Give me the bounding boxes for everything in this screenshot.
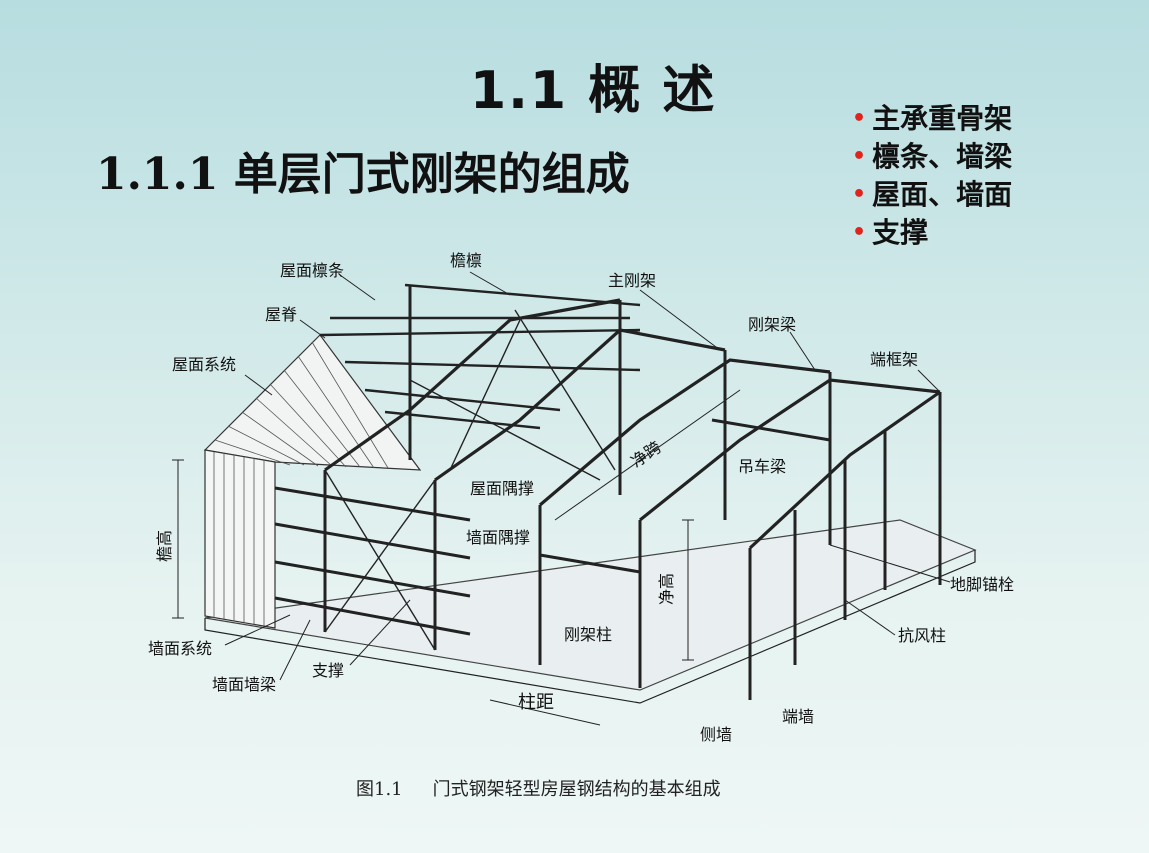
label-column-spacing: 柱距 (518, 692, 554, 713)
dimension-lines (172, 389, 741, 726)
side-columns (323, 470, 642, 688)
wall-sheeting (204, 449, 276, 629)
label-net-height: 净高 (657, 573, 676, 605)
label-crane-beam: 吊车梁 (738, 457, 786, 476)
label-wall-bracing: 墙面隅撑 (466, 528, 530, 547)
label-clear-span: 净跨 (627, 437, 664, 471)
section-subtitle: 1.1.1 单层门式刚架的组成 (96, 149, 630, 200)
ground-slab-edge (204, 550, 976, 704)
bullet-item: •檩条、墙梁 (852, 140, 1013, 173)
roof-sheeting (203, 334, 422, 471)
crane-beam (539, 418, 831, 574)
caption-text: 门式钢架轻型房屋钢结构的基本组成 (432, 779, 721, 800)
bullet-dot-icon: • (852, 220, 867, 245)
label-end-frame: 端框架 (870, 350, 918, 369)
label-frame-column: 刚架柱 (564, 625, 612, 644)
label-eave-purlin: 檐檩 (450, 251, 482, 270)
roof-purlins (319, 283, 641, 430)
page-title: 1.1 概 述 (470, 61, 717, 121)
roof-sheeting-ribs (214, 341, 389, 469)
label-roof-purlin: 屋面檩条 (280, 261, 344, 280)
label-wall-girt: 墙面墙梁 (212, 675, 276, 694)
label-ridge: 屋脊 (265, 305, 297, 324)
label-wall-system: 墙面系统 (148, 639, 212, 658)
bullet-item: •主承重骨架 (852, 102, 1013, 135)
bullet-dot-icon: • (852, 144, 867, 169)
bullet-item: •屋面、墙面 (852, 178, 1013, 211)
label-main-frame: 主刚架 (608, 271, 656, 290)
label-support: 支撑 (312, 661, 344, 680)
label-side-wall: 侧墙 (700, 725, 732, 744)
label-end-wall: 端墙 (782, 707, 814, 726)
bullet-item: •支撑 (852, 216, 929, 249)
wall-sheeting-ribs (213, 452, 265, 626)
label-frame-beam: 刚架梁 (748, 315, 796, 334)
label-roof-bracing: 屋面隅撑 (470, 479, 534, 498)
bullet-dot-icon: • (852, 106, 867, 131)
label-wind-column: 抗风柱 (898, 626, 946, 645)
wall-girts (274, 486, 471, 636)
wind-columns (748, 430, 887, 700)
figure-caption: 图1.1 门式钢架轻型房屋钢结构的基本组成 (356, 775, 721, 801)
bullet-list: •主承重骨架 •檩条、墙梁 •屋面、墙面 •支撑 (852, 100, 1012, 252)
wall-cross-bracing (324, 469, 436, 651)
label-eave-height: 檐高 (155, 530, 174, 562)
label-roof-system: 屋面系统 (172, 355, 236, 374)
bullet-dot-icon: • (852, 182, 867, 207)
back-columns (408, 285, 942, 585)
structure-drawing (172, 271, 977, 726)
leader-lines (224, 271, 951, 681)
roof-cross-bracing (409, 309, 616, 481)
caption-number: 图1.1 (356, 779, 403, 800)
label-anchor-bolt: 地脚锚栓 (950, 575, 1014, 594)
